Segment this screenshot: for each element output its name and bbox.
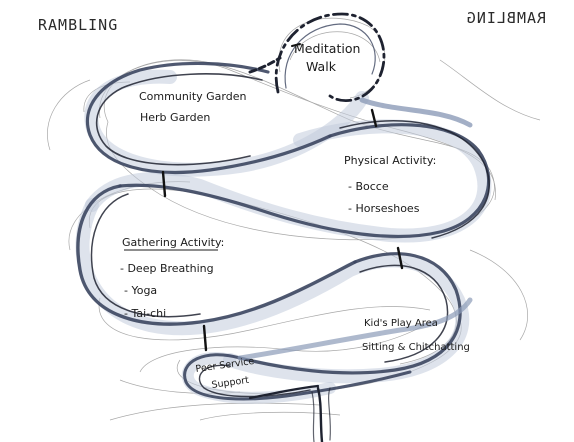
joint-tick-marks	[161, 43, 404, 352]
gathering-heading: Gathering Activity:	[122, 236, 224, 249]
kids-label-line-1: Kid's Play Area	[364, 318, 438, 329]
physical-item: - Bocce	[348, 180, 389, 193]
gathering-item: - Deep Breathing	[120, 262, 214, 275]
meditation-label-line-2: Walk	[306, 59, 337, 74]
meditation-label-line-1: Meditation	[294, 41, 360, 56]
zone-gathering: Gathering Activity: - Deep Breathing - Y…	[120, 236, 224, 320]
rambling-label-left: RAMBLING	[38, 16, 118, 34]
rambling-label-right-mirrored: RAMBLING	[466, 9, 546, 27]
physical-item: - Horseshoes	[348, 202, 420, 215]
zone-meditation: Meditation Walk	[294, 41, 360, 74]
zone-physical: Physical Activity: - Bocce - Horseshoes	[344, 154, 436, 215]
kids-label-line-2: Sitting & Chitchatting	[362, 342, 470, 353]
bottom-stem	[248, 384, 332, 442]
peer-label-line-2: Support	[211, 375, 250, 391]
community-label-line-2: Herb Garden	[140, 111, 210, 124]
zone-kids: Kid's Play Area Sitting & Chitchatting	[362, 318, 470, 353]
zone-community: Community Garden Herb Garden	[139, 90, 247, 124]
gathering-item: - Tai-chi	[124, 307, 166, 320]
physical-heading: Physical Activity:	[344, 154, 436, 167]
ribbon-outer-strokes	[76, 61, 491, 401]
community-label-line-1: Community Garden	[139, 90, 247, 103]
meditation-loop	[248, 12, 386, 102]
gathering-item: - Yoga	[124, 284, 157, 297]
